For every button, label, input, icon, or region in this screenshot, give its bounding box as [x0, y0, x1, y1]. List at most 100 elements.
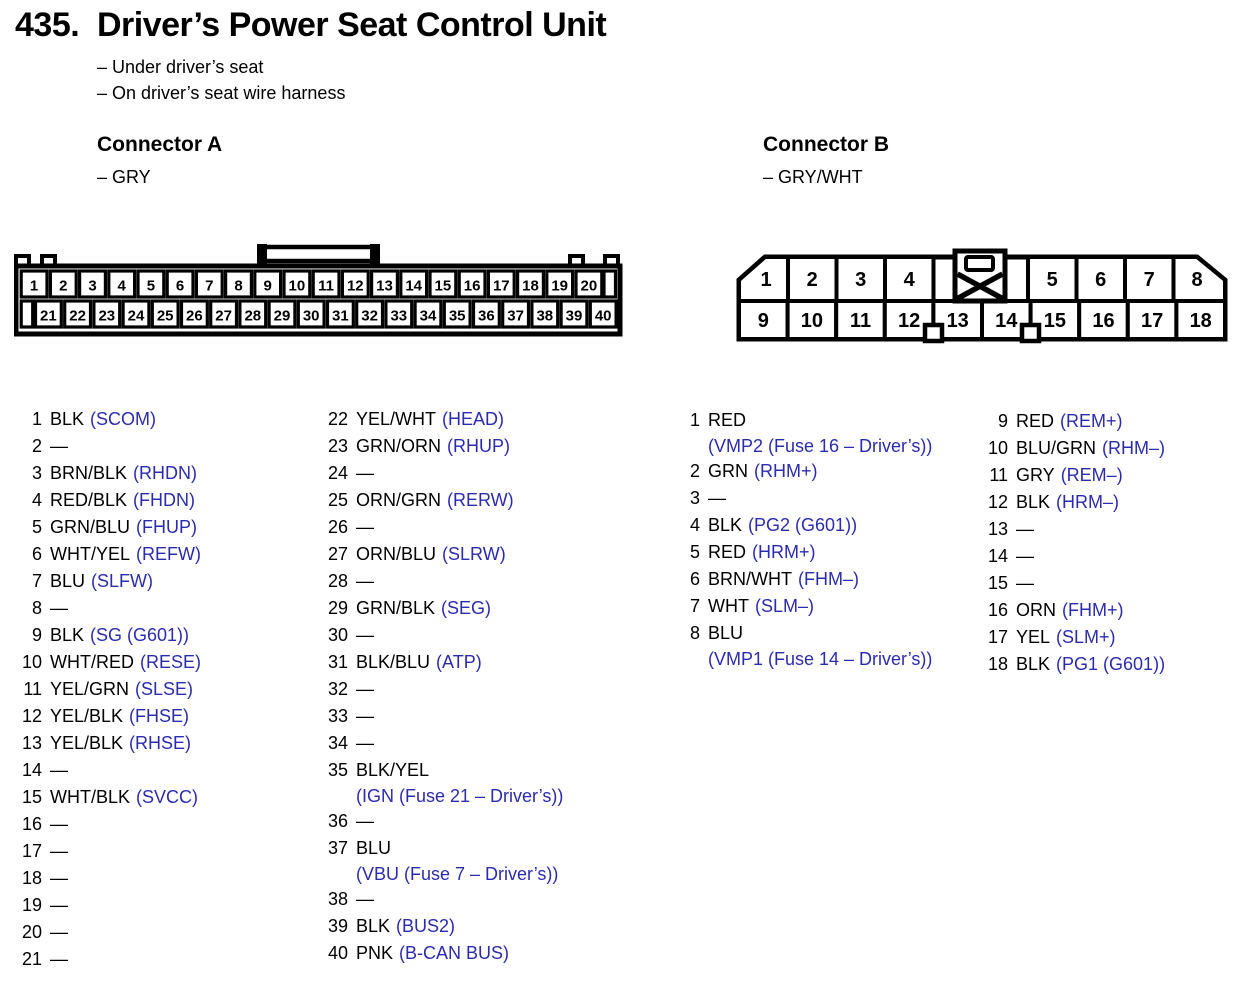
signal-name: (VBU (Fuse 7 – Driver’s))	[356, 864, 559, 884]
diagram-pin-number: 11	[850, 310, 871, 332]
wire-color: —	[50, 868, 68, 888]
pin-number: 24	[327, 463, 348, 483]
signal-name: (SLM–)	[754, 596, 814, 616]
wire-color: YEL/GRN	[50, 679, 130, 699]
pin-row: 28—	[322, 568, 563, 595]
pin-cavity	[33, 299, 63, 329]
diagram-pin-number: 10	[801, 310, 823, 332]
wire-color: PNK	[356, 943, 394, 963]
diagram-pin-number: 21	[40, 308, 57, 325]
pin-row: 17—	[16, 838, 201, 865]
pin-cavity	[355, 299, 385, 329]
pin-cavity	[588, 299, 618, 329]
wire-color: GRN/ORN	[356, 436, 441, 456]
pin-cavity	[834, 255, 887, 303]
wire-color: —	[356, 679, 374, 699]
wire-color: —	[50, 949, 68, 969]
pin-row: 26—	[322, 514, 563, 541]
diagram-pin-number: 6	[176, 278, 184, 295]
signal-name: (SLM+)	[1056, 627, 1116, 647]
signal-name: (RHDN)	[133, 463, 198, 483]
diagram-pin-number: 24	[128, 308, 145, 325]
pin-number: 7	[689, 596, 700, 616]
wire-color: BLU	[50, 571, 86, 591]
pin-cavity	[530, 299, 560, 329]
diagram-pin-number: 16	[464, 278, 481, 295]
pin-number: 38	[327, 889, 348, 909]
pin-cavity	[63, 299, 93, 329]
diagram-pin-number: 4	[904, 269, 916, 291]
diagram-pin-number: 13	[947, 310, 969, 332]
signal-name: (REFW)	[136, 544, 201, 564]
wire-color: —	[356, 517, 374, 537]
diagram-pin-number: 17	[1141, 310, 1163, 332]
pin-row: 14—	[982, 543, 1165, 570]
pin-cavity	[238, 299, 268, 329]
signal-name: (SVCC)	[136, 787, 199, 807]
connector-b-color-note: – GRY/WHT	[763, 167, 863, 187]
wire-color: —	[356, 463, 374, 483]
pin-number: 8	[31, 598, 42, 618]
diagram-pin-number: 36	[478, 308, 495, 325]
wire-color: —	[356, 733, 374, 753]
pin-cavity	[150, 299, 180, 329]
pin-cavity	[413, 299, 443, 329]
pin-row: 21—	[16, 946, 201, 973]
pin-row: 32—	[322, 676, 563, 703]
pin-cavity	[92, 299, 122, 329]
wire-color: BLU	[708, 623, 744, 643]
wire-color: YEL	[1016, 627, 1051, 647]
pin-number: 36	[327, 811, 348, 831]
pin-cavity	[486, 269, 516, 299]
pin-number: 6	[31, 544, 42, 564]
diagram-pin-number: 1	[760, 269, 771, 291]
signal-name: (BUS2)	[396, 916, 456, 936]
connector-b-label: Connector B	[763, 133, 889, 156]
pin-cavity	[516, 269, 546, 299]
pin-number: 23	[327, 436, 348, 456]
pin-number: 19	[21, 895, 42, 915]
signal-name: (PG1 (G601))	[1056, 654, 1166, 674]
diagram-pin-number: 29	[274, 308, 291, 325]
signal-name: (SEG)	[441, 598, 492, 618]
pin-number: 2	[31, 436, 42, 456]
diagram-pin-number: 35	[449, 308, 466, 325]
pin-number: 17	[21, 841, 42, 861]
signal-name: (SCOM)	[90, 409, 157, 429]
diagram-pin-number: 2	[59, 278, 67, 295]
pin-cavity	[48, 269, 78, 299]
signal-name: (PG2 (G601))	[748, 515, 858, 535]
wire-color: RED/BLK	[50, 490, 128, 510]
pin-number: 1	[689, 410, 700, 430]
keying-notch	[922, 322, 945, 344]
signal-name: (SLRW)	[442, 544, 506, 564]
signal-name: (HRM–)	[1056, 492, 1120, 512]
pin-cavity	[267, 299, 297, 329]
wire-color: BLK/YEL	[356, 760, 430, 780]
diagram-pin-number: 23	[98, 308, 115, 325]
keying-notch	[1019, 322, 1042, 344]
pin-row: 13—	[982, 516, 1165, 543]
pin-number: 6	[689, 569, 700, 589]
pin-number: 2	[689, 461, 700, 481]
signal-name: (RHUP)	[447, 436, 510, 456]
diagram-pin-number: 34	[420, 308, 437, 325]
pin-row: 19—	[16, 892, 201, 919]
signal-name: (FHSE)	[129, 706, 190, 726]
diagram-pin-number: 38	[536, 308, 553, 325]
pin-number: 40	[327, 943, 348, 963]
pin-cavity	[471, 299, 501, 329]
